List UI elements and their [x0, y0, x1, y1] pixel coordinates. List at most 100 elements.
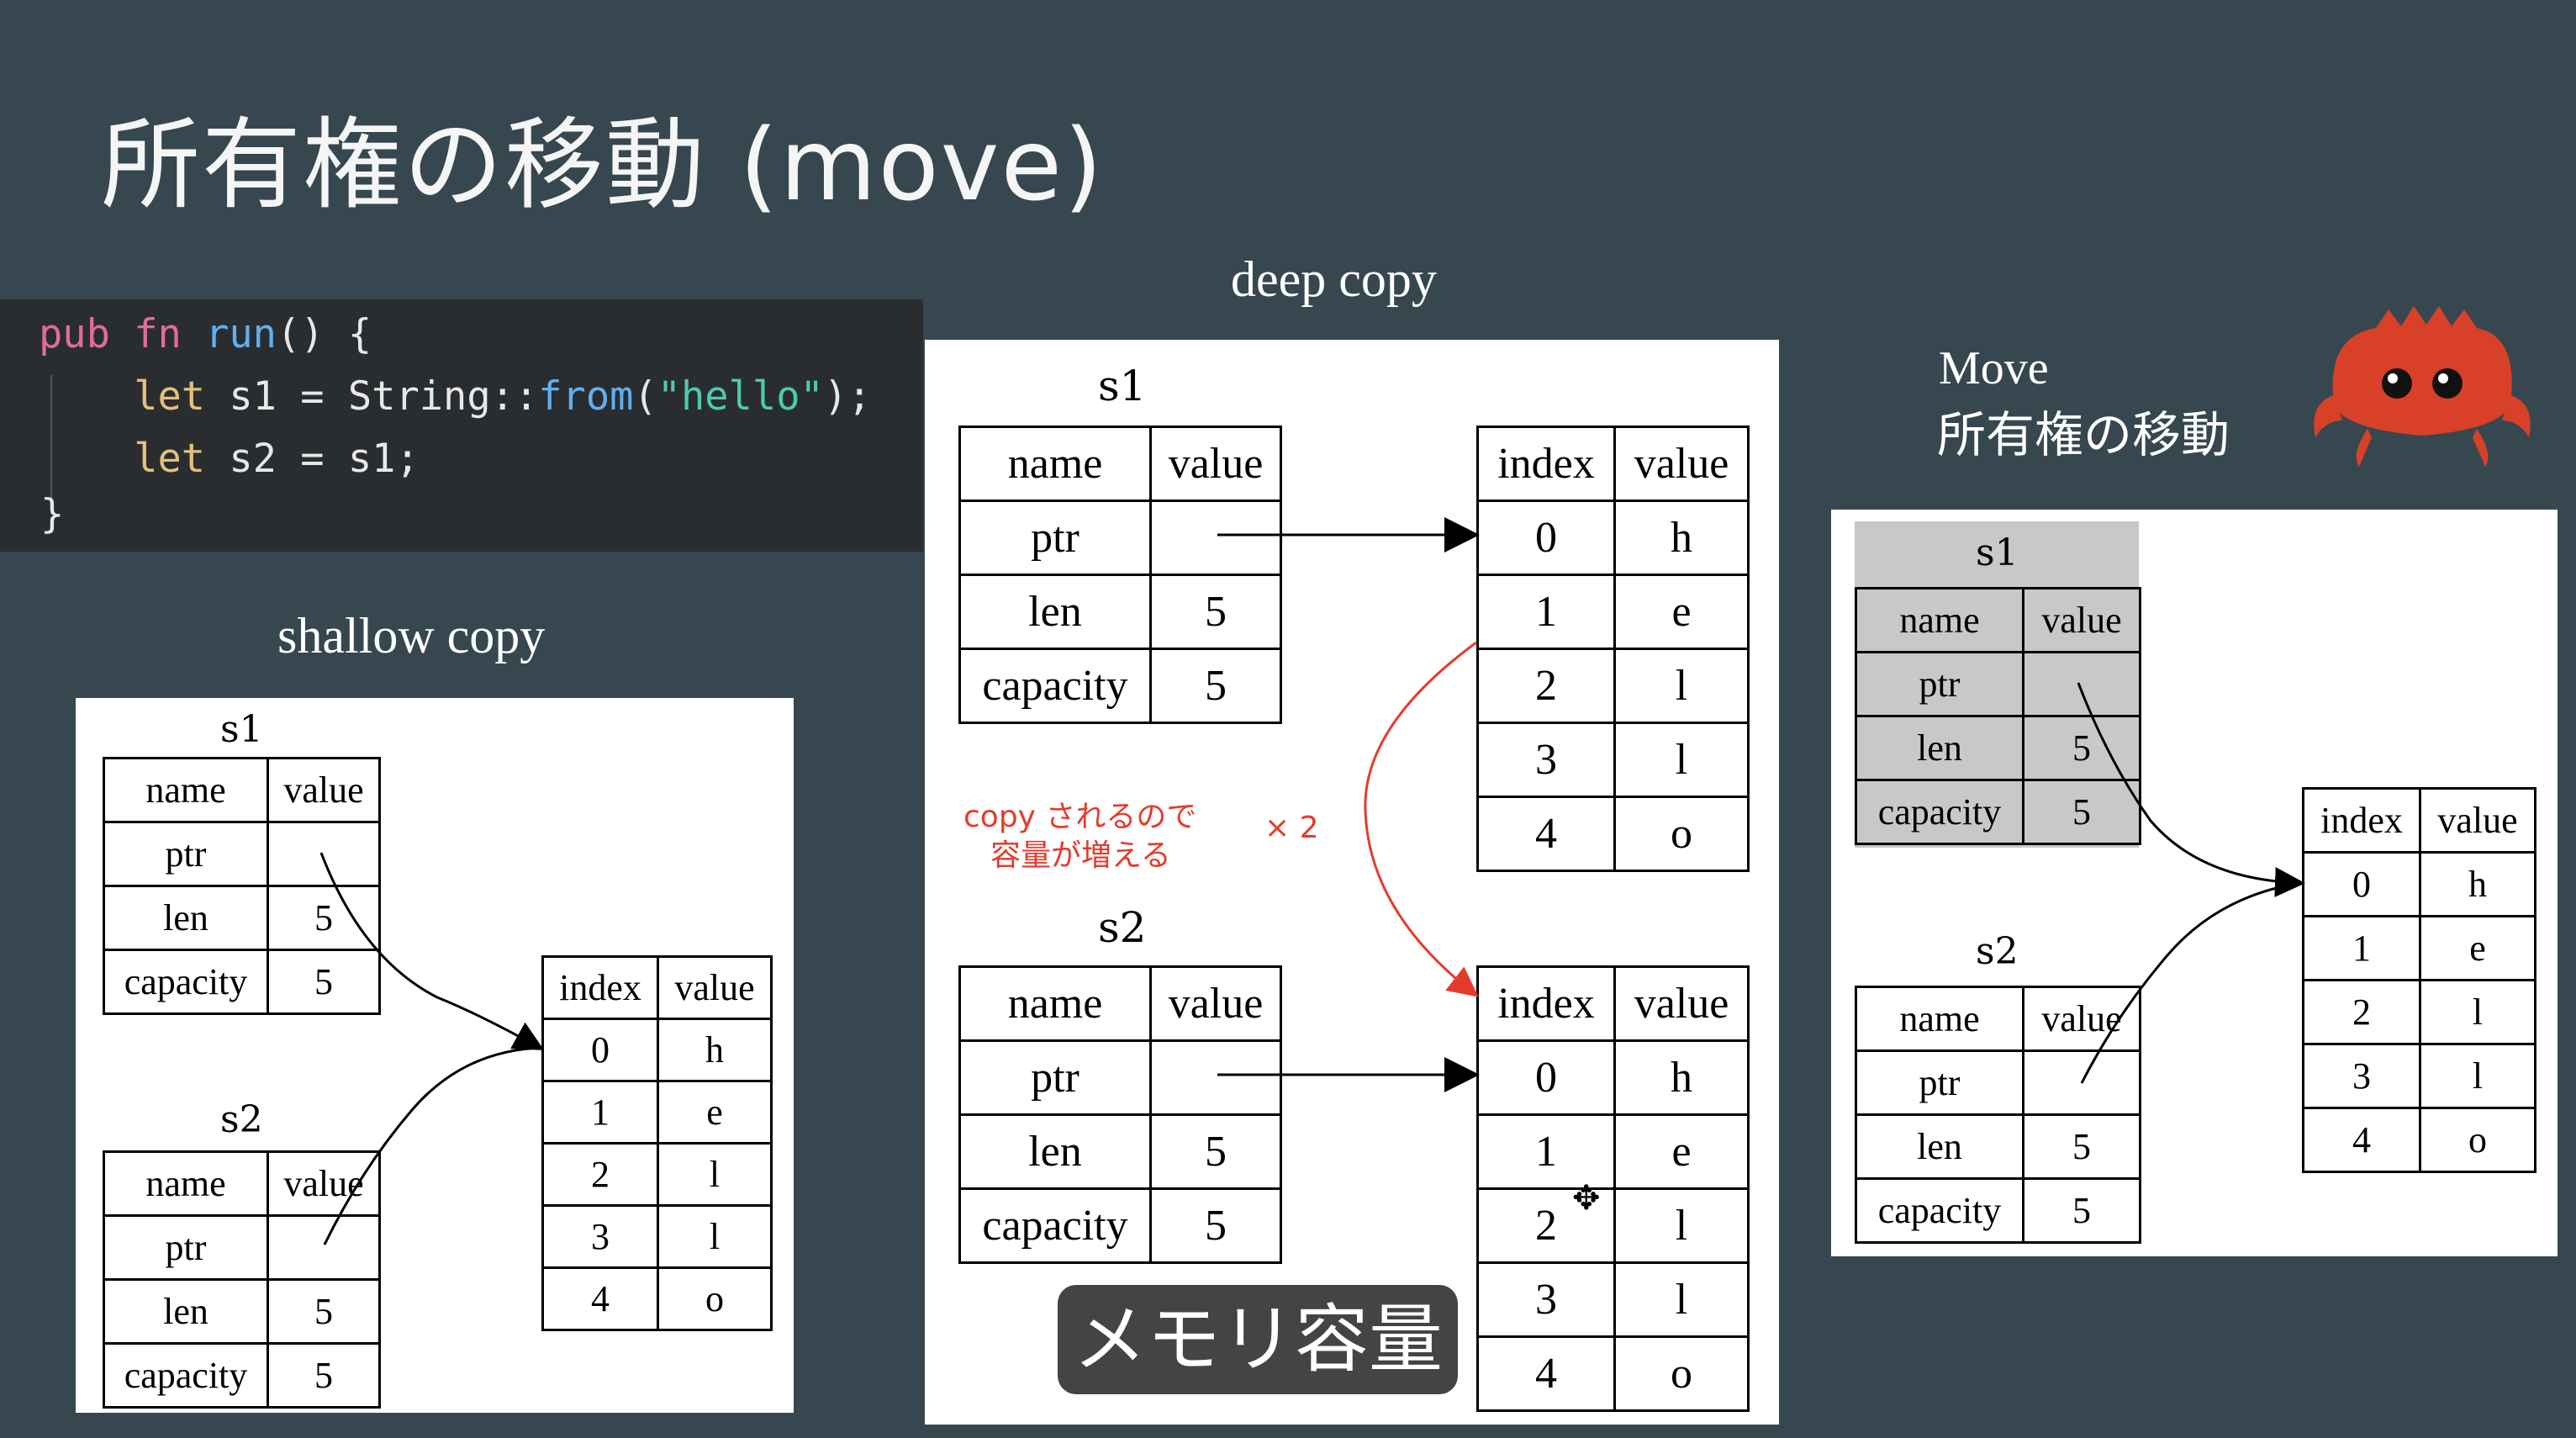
cell-ptr-value [267, 1214, 381, 1281]
header-value: value [1613, 965, 1750, 1042]
header-index: index [1476, 426, 1616, 502]
cell-capacity-value: 5 [2022, 1177, 2141, 1244]
header-name: name [958, 426, 1152, 502]
move-ja-label: 所有権の移動 [1937, 406, 2230, 463]
s2-ptr-arrow [2080, 881, 2301, 1084]
heap-char: o [657, 1266, 773, 1331]
pointer-arrows [319, 852, 545, 1245]
cell-capacity-value: 5 [267, 949, 381, 1015]
heap-char: h [657, 1018, 773, 1082]
s2-label: s2 [220, 1098, 263, 1141]
heap-char: l [2419, 979, 2536, 1045]
header-value: value [2419, 787, 2536, 854]
code-line-4: } [40, 491, 64, 537]
heap-index: 2 [1476, 1187, 1616, 1264]
header-name: name [958, 965, 1152, 1042]
header-value: value [267, 1150, 381, 1217]
cell-len-value: 5 [2022, 1113, 2141, 1180]
header-value: value [1149, 426, 1282, 502]
heap-index: 0 [2302, 851, 2421, 917]
code-token: run [205, 311, 277, 357]
pointer-arrows [1217, 517, 1480, 1092]
heap-char: l [657, 1204, 773, 1269]
code-block: pub fn run() { let s1 = String::from("he… [0, 299, 923, 552]
code-line-2: let s1 = String::from("hello"); [39, 373, 871, 420]
cell-len-value: 5 [267, 1278, 381, 1345]
code-token: } [40, 491, 65, 537]
s2-label: s2 [1098, 903, 1147, 952]
cell-capacity-value: 5 [1149, 648, 1282, 724]
heap-char: h [1613, 1039, 1750, 1116]
heap-index: 0 [1476, 500, 1616, 576]
heap-index: 1 [1476, 1113, 1616, 1190]
cell-ptr-value [267, 821, 381, 887]
cell-len: len [1855, 1113, 2024, 1180]
code-token: "hello" [657, 373, 824, 420]
s1-label: s1 [220, 708, 263, 751]
header-name: name [1855, 587, 2024, 653]
heap-index: 4 [2302, 1107, 2421, 1173]
cell-capacity: capacity [103, 949, 269, 1015]
heap-char: l [2419, 1043, 2536, 1109]
header-name: name [1855, 986, 2024, 1052]
cell-capacity: capacity [958, 648, 1152, 724]
move-cursor-icon: ✥ [1572, 1179, 1601, 1218]
cell-ptr-value [2022, 651, 2141, 717]
cell-capacity-value: 5 [1149, 1187, 1282, 1264]
s1-label: s1 [1976, 531, 2019, 574]
cell-capacity: capacity [1855, 1177, 2024, 1244]
cell-capacity-value: 5 [267, 1342, 381, 1409]
cell-len-value: 5 [1149, 1113, 1282, 1190]
cell-ptr-value [1149, 500, 1282, 576]
cell-len: len [103, 1278, 269, 1345]
header-index: index [541, 955, 659, 1020]
s1-label: s1 [1098, 362, 1147, 410]
memory-capacity-badge: メモリ容量 [1058, 1285, 1458, 1394]
code-token: ); [823, 373, 872, 420]
code-token [110, 311, 134, 357]
heap-char: l [657, 1142, 773, 1207]
heap-char: l [1613, 722, 1750, 798]
code-token [39, 373, 134, 420]
heap-char: h [1613, 500, 1750, 576]
copy-note-line2: 容量が増える [990, 838, 1171, 873]
ferris-crab-icon [2314, 306, 2531, 467]
s1-ptr-arrow [319, 852, 545, 1050]
header-value: value [1613, 426, 1750, 502]
indent-guide [50, 375, 52, 501]
heap-index: 4 [1476, 796, 1616, 872]
cell-len-value: 5 [267, 885, 381, 951]
copy-note-line1: copy されるので [963, 800, 1197, 834]
heap-char: l [1613, 648, 1750, 724]
code-token: let [134, 373, 206, 420]
copy-arrow [1364, 641, 1479, 997]
heap-index: 0 [541, 1018, 659, 1082]
code-token: let [134, 436, 206, 482]
heap-char: o [2419, 1107, 2536, 1173]
code-token: fn [134, 311, 182, 357]
cell-len: len [1855, 715, 2024, 781]
header-name: name [103, 757, 269, 823]
heap-char: l [1613, 1187, 1750, 1264]
code-token [39, 436, 134, 482]
heap-index: 3 [541, 1204, 659, 1269]
cell-capacity: capacity [958, 1187, 1152, 1264]
code-token [182, 311, 205, 357]
heap-char: o [1613, 1335, 1750, 1412]
cell-ptr: ptr [958, 1039, 1152, 1116]
cell-ptr-value [1149, 1039, 1282, 1116]
header-value: value [1149, 965, 1282, 1042]
heap-index: 3 [2302, 1043, 2421, 1109]
cell-ptr: ptr [103, 821, 269, 887]
cell-capacity: capacity [103, 1342, 269, 1409]
heap-char: e [2419, 915, 2536, 981]
cell-len-value: 5 [1149, 574, 1282, 650]
